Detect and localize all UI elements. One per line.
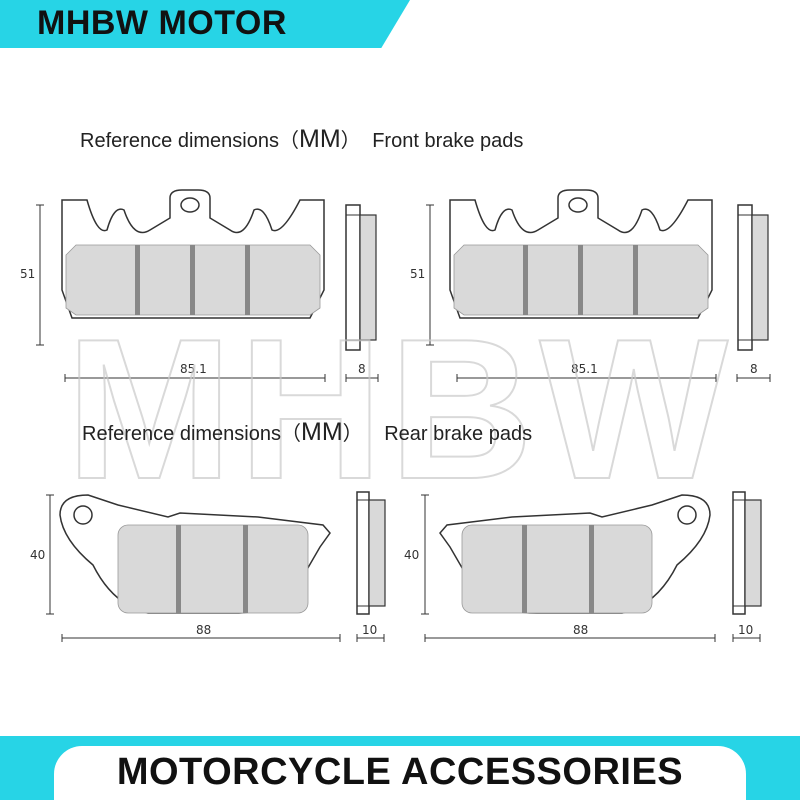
- front-thickness-label-right: 8: [750, 362, 758, 376]
- front-height-label-left: 51: [20, 267, 35, 281]
- watermark-text: MHBW: [66, 298, 734, 521]
- rear-heading-unit: MM: [301, 418, 343, 446]
- front-heading-unit: MM: [299, 125, 341, 153]
- brand-name: MHBW MOTOR: [37, 4, 287, 42]
- rear-heading-prefix: Reference dimensions（: [82, 423, 301, 445]
- footer-panel: MOTORCYCLE ACCESSORIES: [54, 746, 746, 800]
- front-width-label-right: 85.1: [571, 362, 598, 376]
- rear-width-label-left: 88: [196, 623, 211, 637]
- front-pad-side-right: [737, 204, 769, 351]
- front-dimension-lines: [36, 204, 771, 382]
- rear-thickness-label-left: 10: [362, 623, 377, 637]
- rear-heading-suffix: ）: [342, 423, 363, 445]
- front-heading: Reference dimensions（MM） Front brake pad…: [80, 124, 523, 154]
- front-height-label-right: 51: [410, 267, 425, 281]
- rear-heading: Reference dimensions（MM） Rear brake pads: [82, 417, 532, 447]
- rear-width-label-right: 88: [573, 623, 588, 637]
- footer-bar: MOTORCYCLE ACCESSORIES: [0, 736, 800, 800]
- rear-height-label-left: 40: [30, 548, 45, 562]
- brand-banner: [0, 0, 410, 48]
- front-heading-label: Front brake pads: [372, 130, 524, 152]
- rear-dimension-lines: [46, 494, 761, 642]
- front-width-label-left: 85.1: [180, 362, 207, 376]
- front-heading-prefix: Reference dimensions（: [80, 130, 299, 152]
- front-heading-suffix: ）: [340, 130, 361, 152]
- footer-text: MOTORCYCLE ACCESSORIES: [116, 751, 684, 793]
- rear-height-label-right: 40: [404, 548, 419, 562]
- front-thickness-label-left: 8: [358, 362, 366, 376]
- rear-heading-label: Rear brake pads: [384, 423, 533, 445]
- rear-pad-side-right: [732, 491, 762, 615]
- rear-thickness-label-right: 10: [738, 623, 753, 637]
